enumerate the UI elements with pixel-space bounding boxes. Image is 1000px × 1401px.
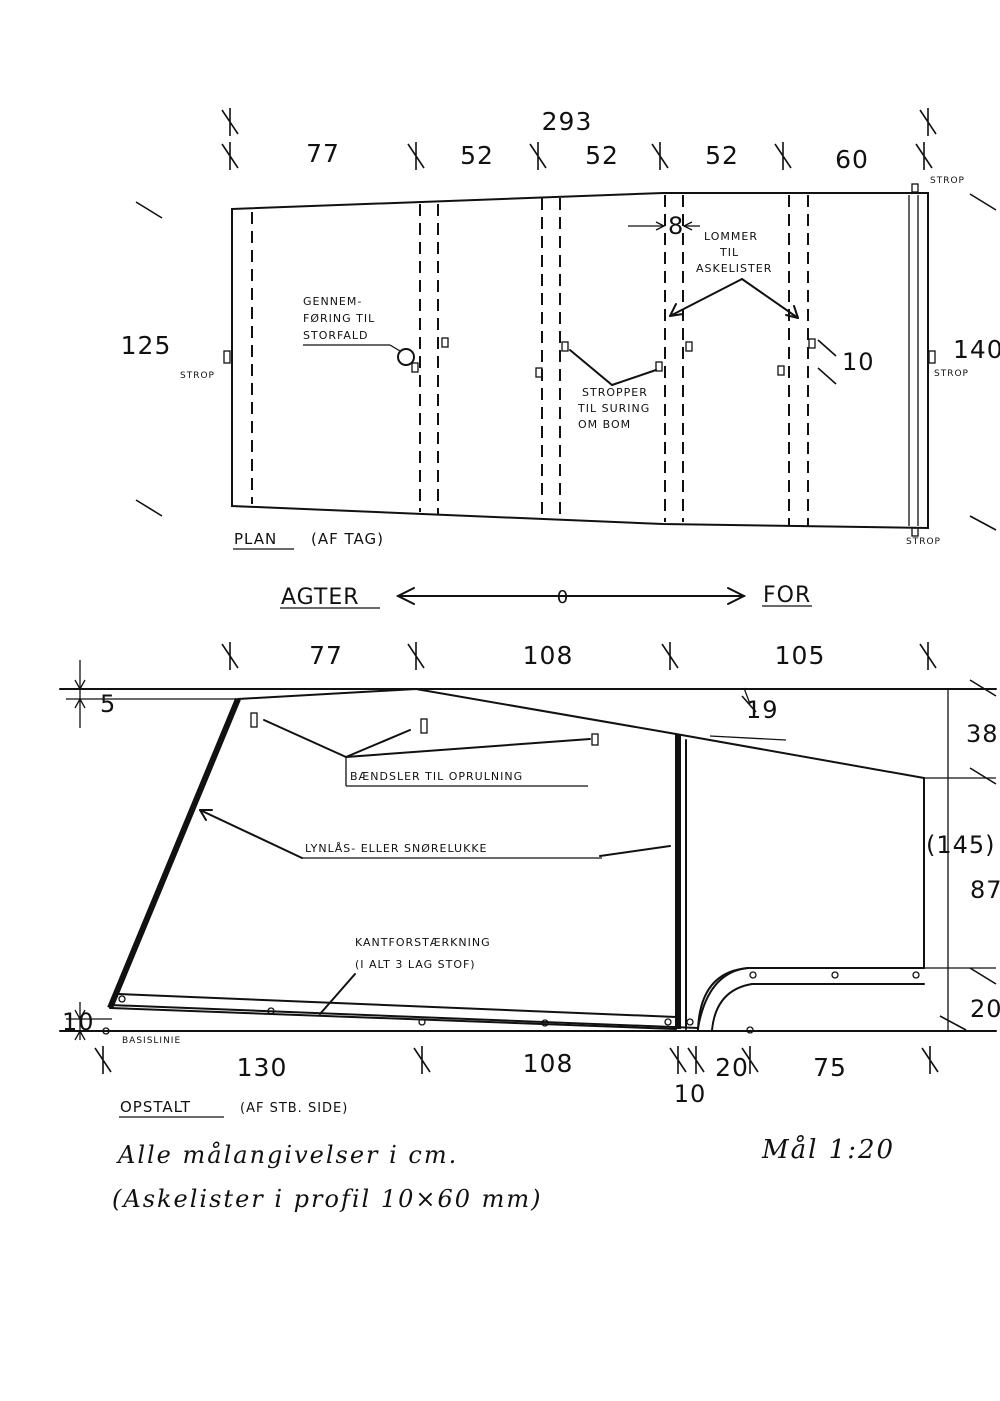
- direction-indicator: AGTER 0 FOR: [280, 583, 812, 610]
- plan-segment-5: 60: [835, 145, 869, 174]
- elev-top-dim-3: 105: [775, 641, 826, 670]
- plan-outline: [231, 192, 929, 530]
- arrow-left-icon: [395, 587, 415, 605]
- label-lommer-line-1: LOMMER: [704, 230, 758, 243]
- elev-reinforcement-top: [117, 993, 677, 1018]
- elevation-dimension-ticks: [94, 642, 997, 1074]
- elev-title: OPSTALT: [120, 1098, 191, 1116]
- label-lynlas: LYNLÅS- ELLER SNØRELUKKE: [305, 842, 488, 855]
- elev-right-total: (145): [926, 831, 996, 859]
- direction-center: 0: [557, 587, 569, 608]
- aft-label: AGTER: [281, 585, 360, 610]
- elev-curve-outer: [697, 967, 749, 1031]
- label-kant-leader: [319, 973, 356, 1015]
- plan-strap-mark: [411, 362, 419, 373]
- elevation-view: 77 108 105 5 10: [59, 641, 1000, 1118]
- elev-reinforcement-bottom: [109, 1007, 677, 1030]
- plan-pocket-width: 8: [668, 212, 684, 240]
- label-kant-line-2: (I ALT 3 LAG STOF): [355, 958, 476, 971]
- fore-label: FOR: [763, 583, 811, 608]
- plan-pocket-dimension: [628, 221, 700, 231]
- elev-left-zipper: [107, 697, 241, 1010]
- label-gennem-line-3: STORFALD: [303, 329, 368, 342]
- baseline-label: BASISLINIE: [122, 1036, 181, 1046]
- elev-left-top-dim: 5: [100, 690, 116, 718]
- plan-left-height: 125: [121, 331, 172, 360]
- label-gennem-leader: [389, 344, 401, 352]
- arrow-right-icon: [727, 587, 747, 605]
- elev-slope-dimension: [709, 687, 787, 741]
- plan-title: PLAN: [234, 530, 277, 548]
- plan-total-dimension: 293: [542, 107, 593, 136]
- plan-right-height: 140: [953, 335, 1000, 364]
- plan-view: 293 77 52 52 52 60: [121, 107, 1000, 550]
- label-baendsler: BÆNDSLER TIL OPRULNING: [350, 770, 523, 783]
- label-kant-line-1: KANTFORSTÆRKNING: [355, 936, 491, 949]
- elev-right-dimension: [924, 689, 996, 1031]
- plan-subtitle: (AF TAG): [311, 530, 384, 548]
- elev-subtitle: (AF STB. SIDE): [240, 1101, 348, 1116]
- label-stropper-line-2: TIL SURING: [577, 402, 650, 415]
- elev-slope-dim: 19: [746, 696, 779, 724]
- plan-segment-1: 77: [306, 139, 340, 168]
- elev-top-dim-2: 108: [523, 641, 574, 670]
- strop-label-left: STROP: [180, 371, 215, 381]
- storfald-ring-icon: [397, 348, 415, 366]
- label-lommer-leaders: [669, 278, 799, 319]
- note-scale: Mål 1:20: [761, 1134, 895, 1165]
- elev-baendsler-marks: [250, 712, 599, 787]
- elev-bottom-small: 10: [674, 1080, 707, 1108]
- plan-segment-4: 52: [705, 141, 739, 170]
- strop-label-top: STROP: [930, 176, 965, 186]
- elev-top-dim-1: 77: [309, 641, 343, 670]
- strop-label-right: STROP: [934, 369, 969, 379]
- label-stropper-leaders: [569, 349, 657, 386]
- elev-bottom-dim-1: 130: [237, 1053, 288, 1082]
- plan-dimension-ticks: [135, 108, 997, 531]
- elev-grommets: [102, 971, 920, 1035]
- elev-bottom-dim-3: 20: [715, 1053, 749, 1082]
- note-units: Alle målangivelser i cm.: [116, 1140, 458, 1169]
- elev-right-dim-3: 20: [970, 995, 1000, 1023]
- strop-label-bottom: STROP: [906, 537, 941, 547]
- note-profile: (Askelister i profil 10×60 mm): [112, 1185, 543, 1213]
- drawing-notes: Alle målangivelser i cm. (Askelister i p…: [112, 1134, 895, 1213]
- elev-lynlas-leaders: [199, 809, 671, 859]
- plan-strap-marks: [223, 183, 936, 537]
- elev-curve-inner: [711, 983, 753, 1031]
- label-stropper-line-1: STROPPER: [582, 386, 648, 399]
- elev-bottom-dim-4: 75: [813, 1053, 847, 1082]
- plan-right-offset: 10: [842, 348, 875, 376]
- plan-right-offset-ticks: [817, 339, 837, 385]
- elev-bottom-dim-2: 108: [523, 1049, 574, 1078]
- plan-segment-2: 52: [460, 141, 494, 170]
- label-stropper-line-3: OM BOM: [578, 418, 631, 431]
- elev-right-dim-2: 87: [970, 876, 1000, 904]
- plan-segment-3: 52: [585, 141, 619, 170]
- plan-pocket-lines: [251, 195, 919, 526]
- elev-left-bottom-dim: 10: [62, 1008, 95, 1036]
- label-lommer-line-3: ASKELISTER: [696, 262, 772, 275]
- elev-left-dimension: [66, 660, 238, 1041]
- label-lommer-line-2: TIL: [719, 246, 739, 259]
- elev-right-dim-1: 38: [966, 720, 999, 748]
- label-gennem-line-1: GENNEM-: [303, 295, 362, 308]
- label-gennem-line-2: FØRING TIL: [303, 312, 375, 325]
